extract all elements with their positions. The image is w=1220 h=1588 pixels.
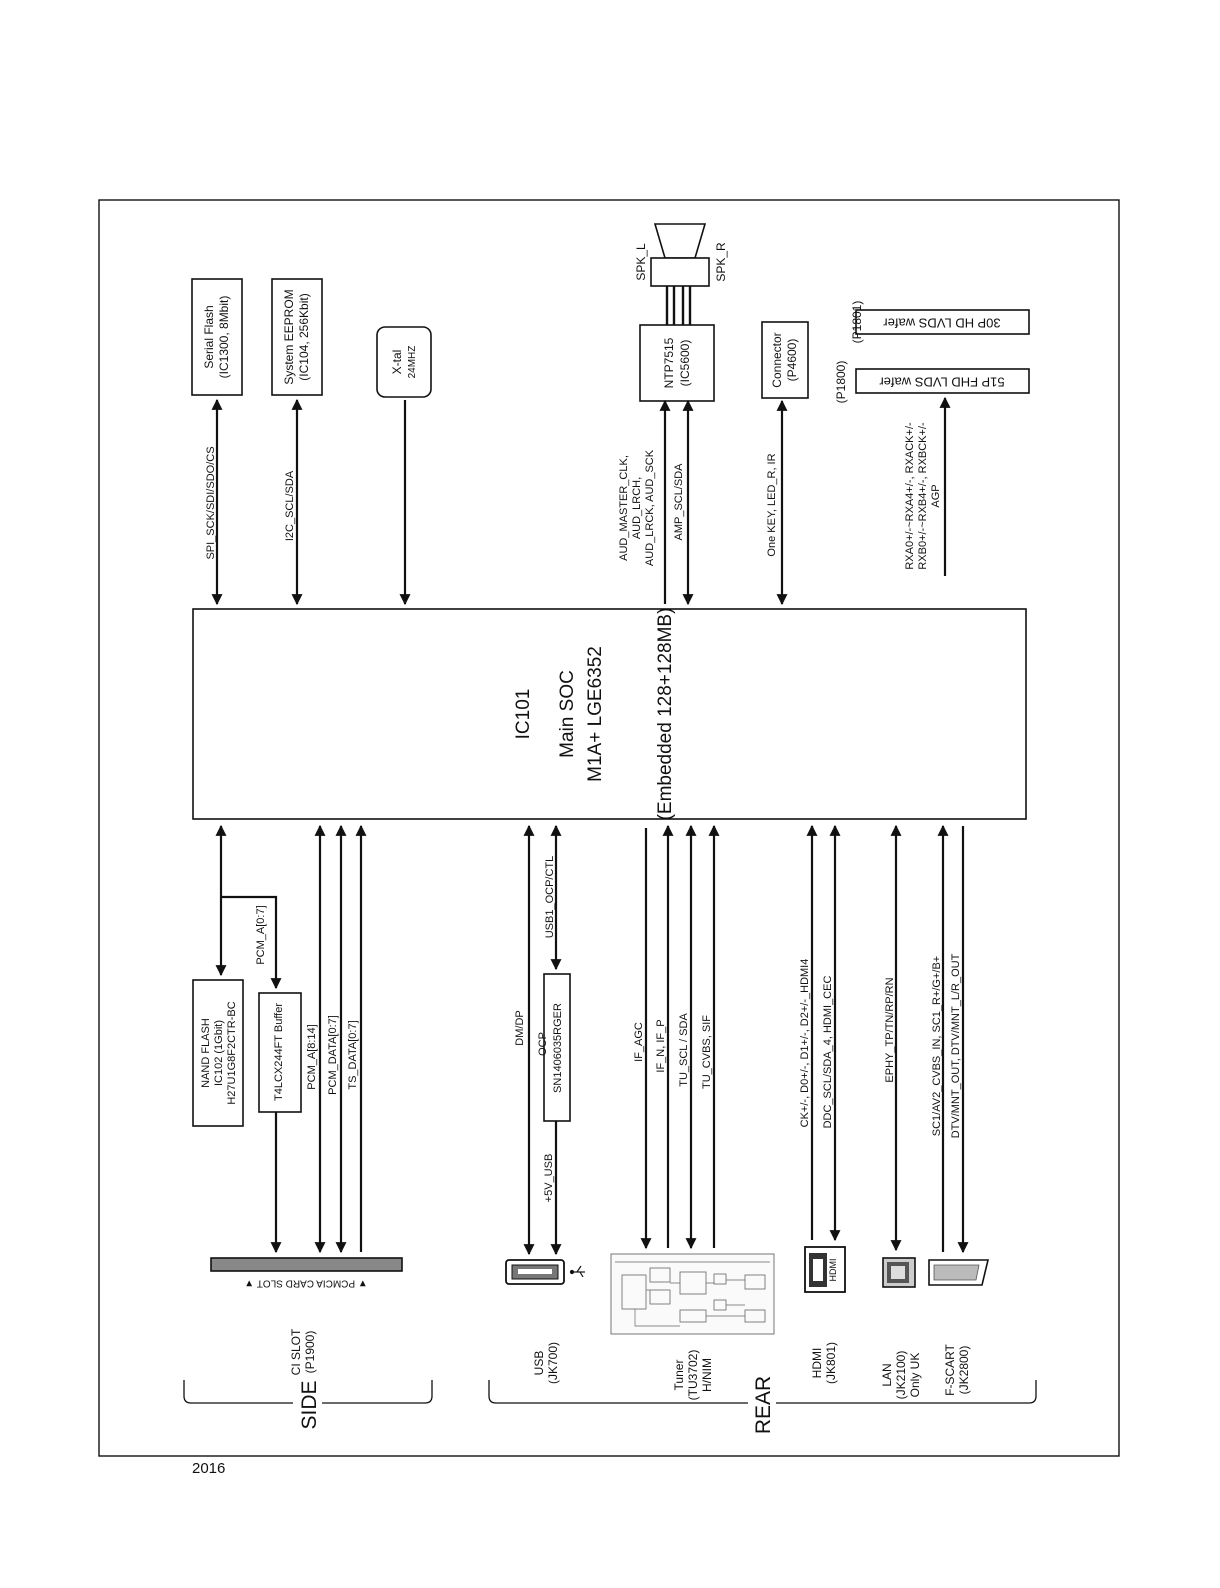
pcm-a07-line bbox=[221, 895, 282, 990]
serial-flash-box bbox=[191, 278, 243, 396]
side-group-label: SIDE bbox=[298, 1380, 321, 1429]
aud-signal-3: AUD_LRCK, AUD_SCK bbox=[644, 449, 656, 566]
lvds-hd-box bbox=[855, 309, 1030, 335]
spk-r-label: SPK_R bbox=[714, 242, 728, 282]
aud-signal-group: AUD_MASTER_CLK, AUD_LRCH, AUD_LRCK, AUD_… bbox=[618, 449, 656, 566]
eeprom-box bbox=[271, 278, 323, 396]
pcm-a814-signal: PCM_A[8:14] bbox=[306, 1024, 318, 1089]
ci-slot-ref: (P1900) bbox=[303, 1331, 317, 1374]
nand-label: NAND FLASH bbox=[200, 1018, 212, 1088]
connector-box bbox=[761, 321, 809, 399]
side-bracket bbox=[183, 1380, 433, 1404]
lan-label: LAN bbox=[880, 1363, 894, 1386]
scart-in-signal: SC1/AV2_CVBS_IN, SC1_R+/G+/B+ bbox=[931, 956, 943, 1136]
scart-label: F-SCART bbox=[943, 1343, 957, 1395]
tu-cvbs-signal: TU_CVBS, SIF bbox=[701, 1015, 713, 1089]
soc-title: Main SOC bbox=[557, 670, 578, 758]
pcm-data-signal: PCM_DATA[0:7] bbox=[327, 1015, 339, 1095]
if-agc-signal: IF_AGC bbox=[633, 1022, 645, 1062]
aud-signal-2: AUD_LRCH, bbox=[631, 477, 643, 539]
lvds-hd-label: 30P HD LVDS wafer bbox=[883, 316, 1001, 331]
nand-box bbox=[192, 979, 244, 1127]
ocp-signal: OCP bbox=[537, 1032, 549, 1056]
ts-data-signal: TS_DATA[0:7] bbox=[347, 1020, 359, 1089]
eeprom-label: System EEPROM bbox=[282, 289, 296, 384]
usb-port-label: USB bbox=[532, 1351, 546, 1376]
lvds-hd-ref: (P1801) bbox=[850, 301, 864, 344]
hdmi-port-icon bbox=[804, 1246, 846, 1293]
amp-label: NTP7515 bbox=[662, 337, 676, 388]
tuner-type: H/NIM bbox=[700, 1358, 714, 1392]
rear-bracket bbox=[488, 1380, 1037, 1404]
hdmi-label: HDMI bbox=[810, 1348, 824, 1379]
xtal-box bbox=[376, 326, 432, 398]
main-soc-labels: IC101 Main SOC M1A+ LGE6352 (Embedded 12… bbox=[513, 608, 676, 821]
usb-ctl-signal: USB1_OCP/CTL bbox=[544, 856, 556, 939]
lvds-fhd-ref: (P1800) bbox=[834, 361, 848, 404]
if-np-signal: IF_N, IF_P bbox=[655, 1019, 667, 1072]
usb-port-ref: (JK700) bbox=[546, 1342, 560, 1384]
amp-box bbox=[639, 324, 715, 402]
key-signal: One KEY, LED_R, IR bbox=[766, 453, 778, 556]
xtal-freq: 24MHZ bbox=[407, 346, 418, 379]
year-footer: 2016 bbox=[192, 1460, 226, 1477]
scart-out-signal: DTV/MNT_OUT, DTV/MNT_L/R_OUT bbox=[950, 953, 962, 1138]
serial-flash-label: Serial Flash bbox=[202, 305, 216, 368]
speaker-icon bbox=[650, 223, 710, 325]
ephy-signal: EPHY_TP/TN/RP/RN bbox=[884, 977, 896, 1082]
tuner-schematic-thumbnail bbox=[610, 1253, 775, 1335]
rear-group-label: REAR bbox=[752, 1376, 775, 1434]
connector-ref: (P4600) bbox=[785, 339, 799, 382]
diagram-frame bbox=[98, 199, 1120, 1457]
lvds-fhd-box bbox=[855, 368, 1030, 394]
hdmi-ck-signal: CK+/-, D0+/-, D1+/-, D2+/-_HDMI4 bbox=[799, 959, 811, 1128]
dmdp-signal: DM/DP bbox=[514, 1010, 526, 1045]
buffer-box bbox=[258, 992, 302, 1113]
ci-slot-label: CI SLOT bbox=[289, 1328, 303, 1375]
lvds-signal-group: RXA0+/-~RXA4+/-, RXACK+/- RXB0+/-~RXB4+/… bbox=[904, 422, 942, 570]
usb-symbol-icon bbox=[569, 1265, 585, 1278]
eeprom-ref: (IC104, 256Kbit) bbox=[297, 293, 311, 380]
aud-signal-1: AUD_MASTER_CLK, bbox=[618, 455, 630, 561]
connector-label: Connector bbox=[770, 332, 784, 387]
lvds-signal-1: RXA0+/-~RXA4+/-, RXACK+/- bbox=[904, 422, 916, 570]
nand-part: H27U1G8F2CTR-BC bbox=[226, 1001, 238, 1104]
main-soc-box bbox=[192, 608, 1027, 820]
pcm-a07-signal: PCM_A[0:7] bbox=[255, 905, 267, 964]
lan-ref: (JK2100) bbox=[894, 1351, 908, 1400]
lvds-fhd-label: 51P FHD LVDS wafer bbox=[879, 375, 1005, 390]
lvds-signal-3: AGP bbox=[930, 484, 942, 507]
tu-scl-signal: TU_SCL / SDA bbox=[678, 1013, 690, 1087]
pcmcia-slot bbox=[210, 1257, 403, 1272]
tuner-ref: (TU3702) bbox=[686, 1350, 700, 1401]
usb-5v-signal: +5V_USB bbox=[543, 1154, 555, 1203]
pcmcia-label: ▼ PCMCIA CARD SLOT ▼ bbox=[244, 1277, 368, 1288]
soc-memory: (Embedded 128+128MB) bbox=[655, 608, 676, 821]
soc-model: M1A+ LGE6352 bbox=[585, 646, 606, 782]
hdmi-ddc-signal: DDC_SCL/SDA_4, HDMI_CEC bbox=[822, 976, 834, 1129]
serial-flash-ref: (IC1300, 8Mbit) bbox=[217, 296, 231, 379]
lan-note: Only UK bbox=[908, 1353, 922, 1398]
amp-ref: (IC5600) bbox=[678, 340, 692, 387]
soc-name: IC101 bbox=[513, 689, 534, 740]
tuner-label: Tuner bbox=[672, 1360, 686, 1391]
lan-jack-icon bbox=[882, 1257, 916, 1288]
nand-ref: IC102 (1Gbit) bbox=[213, 1020, 225, 1086]
scart-icon bbox=[928, 1259, 990, 1286]
i2c-signal: I2C_SCL/SDA bbox=[284, 470, 296, 541]
usb-port-icon bbox=[505, 1259, 565, 1285]
lvds-signal-2: RXB0+/-~RXB4+/-, RXBCK+/- bbox=[917, 422, 929, 570]
spk-l-label: SPK_L bbox=[634, 243, 648, 281]
ocp-ic-label: SN1406035RGER bbox=[552, 1003, 564, 1093]
buffer-label: T4LCX244FT Buffer bbox=[273, 1003, 285, 1101]
scart-ref: (JK2800) bbox=[957, 1346, 971, 1395]
amp-signal: AMP_SCL/SDA bbox=[673, 463, 685, 541]
hdmi-ref: (JK801) bbox=[824, 1342, 838, 1384]
xtal-label: X-tal bbox=[390, 350, 404, 375]
hdmi-port-text: HDMI bbox=[828, 1259, 838, 1282]
spi-signal: SPI_SCK/SDI/SDO/CS bbox=[205, 446, 217, 559]
